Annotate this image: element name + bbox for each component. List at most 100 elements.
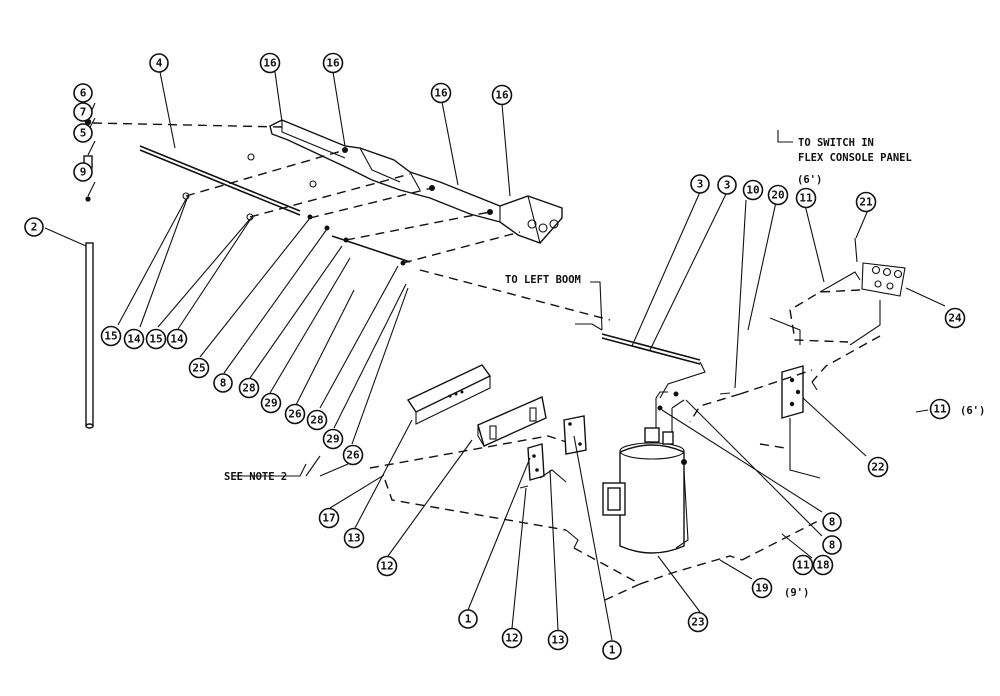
svg-text:17: 17 xyxy=(322,512,335,525)
balloon-3-a: 3 xyxy=(690,174,710,194)
svg-text:11: 11 xyxy=(799,192,813,205)
balloon-9: 9 xyxy=(73,162,93,182)
svg-text:11: 11 xyxy=(933,403,947,416)
boom-rod xyxy=(139,145,301,216)
svg-text:29: 29 xyxy=(326,433,339,446)
text-notes: TO SWITCH IN FLEX CONSOLE PANEL (6') (6'… xyxy=(224,137,985,599)
svg-text:26: 26 xyxy=(288,408,302,421)
balloon-15-a: 15 xyxy=(100,325,122,347)
balloon-11-a: 11 xyxy=(795,187,817,209)
svg-text:16: 16 xyxy=(263,57,277,70)
svg-text:23: 23 xyxy=(691,616,704,629)
svg-text:3: 3 xyxy=(724,179,731,192)
note-length-9ft: (9') xyxy=(784,587,809,599)
balloon-11-b: 11 xyxy=(929,398,951,420)
switch-box-24 xyxy=(861,262,906,297)
switch-wiring xyxy=(769,237,906,479)
bracket-17 xyxy=(406,364,492,413)
balloon-6: 6 xyxy=(73,83,93,103)
balloon-11-c: 11 xyxy=(792,554,814,576)
plate-12 xyxy=(527,443,545,481)
svg-text:13: 13 xyxy=(551,634,564,647)
balloon-18: 18 xyxy=(812,554,834,576)
svg-text:8: 8 xyxy=(829,539,836,552)
svg-text:7: 7 xyxy=(80,106,87,119)
svg-text:18: 18 xyxy=(816,559,829,572)
balloon-29-b: 29 xyxy=(322,428,344,450)
balloon-28-a: 28 xyxy=(238,377,260,399)
leader-lines xyxy=(44,71,946,641)
svg-text:22: 22 xyxy=(871,461,884,474)
washer-part-9 xyxy=(85,196,91,202)
balloon-13-a: 13 xyxy=(547,629,569,651)
svg-text:12: 12 xyxy=(380,560,393,573)
balloon-10: 10 xyxy=(742,179,764,201)
balloon-2: 2 xyxy=(24,217,44,237)
svg-text:28: 28 xyxy=(310,414,323,427)
balloon-24: 24 xyxy=(944,307,966,329)
balloon-13-b: 13 xyxy=(343,527,365,549)
svg-text:16: 16 xyxy=(434,87,448,100)
svg-text:5: 5 xyxy=(80,127,87,140)
balloon-12-b: 12 xyxy=(376,555,398,577)
svg-text:3: 3 xyxy=(697,178,704,191)
balloon-7: 7 xyxy=(73,102,93,122)
svg-text:29: 29 xyxy=(264,397,277,410)
svg-text:28: 28 xyxy=(242,382,255,395)
svg-text:8: 8 xyxy=(220,377,227,390)
svg-text:20: 20 xyxy=(771,189,784,202)
svg-text:1: 1 xyxy=(465,613,472,626)
balloon-26-b: 26 xyxy=(342,444,364,466)
svg-text:26: 26 xyxy=(346,449,360,462)
svg-text:8: 8 xyxy=(829,516,836,529)
svg-text:1: 1 xyxy=(609,644,616,657)
balloon-28-b: 28 xyxy=(306,409,328,431)
balloon-15-b: 15 xyxy=(145,328,167,350)
balloon-3-b: 3 xyxy=(717,175,737,195)
balloon-8-a: 8 xyxy=(213,373,233,393)
balloon-5: 5 xyxy=(73,123,93,143)
svg-text:13: 13 xyxy=(347,532,360,545)
svg-text:14: 14 xyxy=(170,333,184,346)
balloon-19: 19 xyxy=(751,577,773,599)
note-to-left-boom: TO LEFT BOOM xyxy=(505,274,581,286)
svg-text:9: 9 xyxy=(80,166,87,179)
balloon-14-b: 14 xyxy=(166,328,188,350)
boom-assembly xyxy=(269,119,563,244)
balloon-20: 20 xyxy=(767,184,789,206)
tank-assembly xyxy=(602,391,689,554)
balloon-26-a: 26 xyxy=(284,403,306,425)
balloon-8-b: 8 xyxy=(822,512,842,532)
balloon-17: 17 xyxy=(318,507,340,529)
svg-text:16: 16 xyxy=(495,89,509,102)
svg-text:15: 15 xyxy=(149,333,162,346)
balloon-8-c: 8 xyxy=(822,535,842,555)
connector-plate-22 xyxy=(781,365,804,419)
note-to-switch-line1: TO SWITCH IN xyxy=(798,137,874,149)
svg-text:10: 10 xyxy=(746,184,759,197)
svg-text:19: 19 xyxy=(755,582,768,595)
balloon-29-a: 29 xyxy=(260,392,282,414)
balloon-23: 23 xyxy=(687,611,709,633)
svg-text:21: 21 xyxy=(859,196,873,209)
svg-text:15: 15 xyxy=(104,330,117,343)
wiring-harness xyxy=(369,369,841,601)
balloon-16-b: 16 xyxy=(322,52,344,74)
svg-text:2: 2 xyxy=(31,221,38,234)
balloon-12-a: 12 xyxy=(501,627,523,649)
hose-to-left-boom xyxy=(575,323,706,399)
note-length-6ft-right: (6') xyxy=(960,405,985,417)
svg-text:12: 12 xyxy=(505,632,518,645)
svg-text:4: 4 xyxy=(156,57,163,70)
balloon-14-a: 14 xyxy=(123,328,145,350)
assembly-dash-lines xyxy=(92,122,611,321)
balloon-25: 25 xyxy=(188,357,210,379)
balloon-16-a: 16 xyxy=(259,52,281,74)
tank xyxy=(619,444,685,554)
balloon-22: 22 xyxy=(867,456,889,478)
note-length-6ft-top: (6') xyxy=(797,174,822,186)
balloon-4: 4 xyxy=(149,53,169,73)
svg-text:11: 11 xyxy=(796,559,810,572)
plate-1 xyxy=(563,415,587,455)
